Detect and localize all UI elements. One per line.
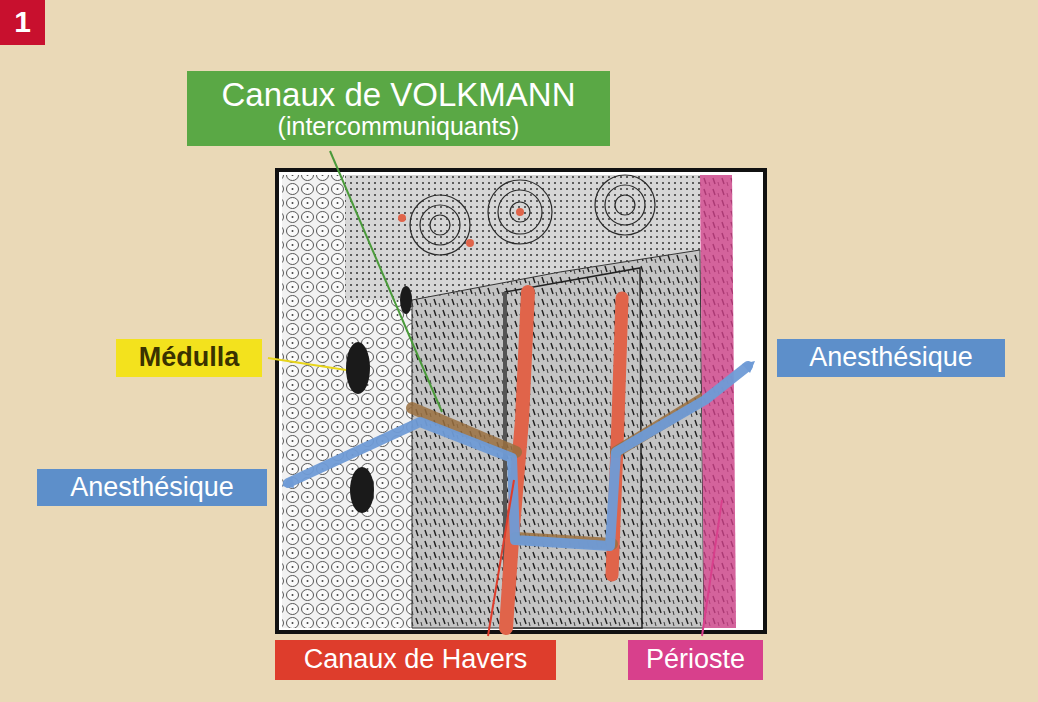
- anesthetic-path: [288, 366, 748, 546]
- label-text: Anesthésique: [809, 343, 973, 372]
- label-text: Périoste: [646, 645, 745, 674]
- osteon-ring: [410, 195, 470, 255]
- label-text: 1: [14, 6, 31, 38]
- leader-line: [488, 480, 514, 636]
- label-subtext: (intercommuniquants): [278, 113, 520, 140]
- label-text: Médulla: [139, 343, 240, 372]
- leader-line: [330, 151, 442, 412]
- canal-opening: [516, 208, 524, 216]
- figure-number: 1: [0, 0, 45, 45]
- osteon-ring: [498, 190, 542, 234]
- havers-label: Canaux de Havers: [275, 640, 556, 680]
- label-text: Anesthésique: [70, 473, 234, 502]
- anesthetic-label: Anesthésique: [777, 339, 1005, 377]
- medulla-label: Médulla: [116, 339, 262, 377]
- marrow-cavity: [400, 286, 412, 314]
- illustration-frame: [277, 170, 765, 632]
- label-text: Canaux de Havers: [304, 645, 528, 674]
- canal-opening: [466, 239, 474, 247]
- anesthetic-tip: [742, 361, 755, 373]
- osteon-ring: [510, 202, 530, 222]
- leader-line: [702, 500, 722, 636]
- marrow-cavity: [346, 342, 370, 394]
- osteon-ring: [420, 205, 460, 245]
- anesthetic-tip: [282, 476, 294, 488]
- osteon-ring: [605, 185, 645, 225]
- osteon-ring: [615, 195, 635, 215]
- osteon-ring: [430, 215, 450, 235]
- canal-opening: [398, 214, 406, 222]
- anesthetic-label: Anesthésique: [37, 469, 267, 506]
- volkmann-label: Canaux de VOLKMANN(intercommuniquants): [187, 71, 610, 146]
- osteon-ring: [488, 180, 552, 244]
- label-text: Canaux de VOLKMANN: [222, 77, 576, 113]
- periosteum-label: Périoste: [628, 640, 763, 680]
- osteon-ring: [595, 175, 655, 235]
- osteon-rings: [410, 175, 655, 255]
- leader-line: [268, 358, 346, 370]
- marrow-cavity: [350, 467, 374, 513]
- volkmann-canals: [412, 398, 704, 544]
